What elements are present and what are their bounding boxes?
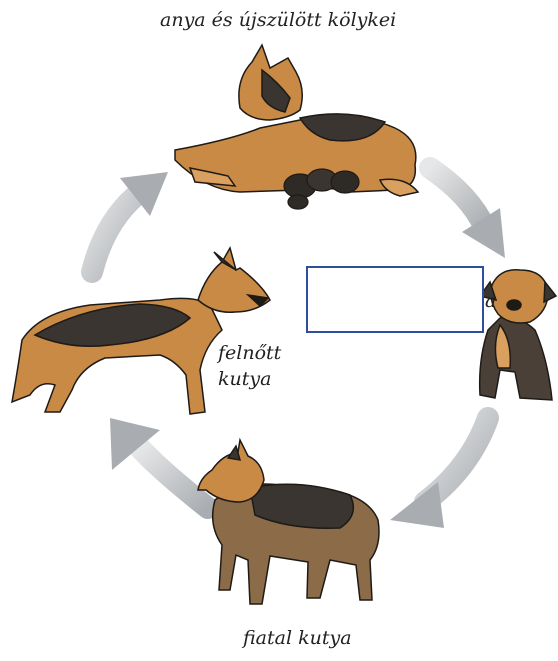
cycle-arrow-icon — [81, 172, 168, 283]
young-dog-icon — [197, 437, 380, 605]
cycle-arrow-icon — [419, 157, 505, 258]
cycle-arrow-icon — [390, 407, 499, 528]
label-adult-dog-line1: felnőtt — [218, 342, 282, 364]
puppies-icon — [283, 168, 360, 210]
cycle-arrow-icon — [110, 418, 219, 519]
label-young-dog: fiatal kutya — [243, 627, 352, 649]
answer-input-box[interactable] — [306, 266, 484, 333]
label-mother-and-newborn-puppies: anya és újszülött kölykei — [160, 9, 397, 31]
label-adult-dog-line2: kutya — [218, 368, 272, 390]
label-puppy-partial: a — [485, 290, 497, 312]
mother-dog-icon — [174, 43, 420, 197]
puppy-icon — [478, 269, 558, 401]
adult-dog-icon — [11, 246, 271, 415]
